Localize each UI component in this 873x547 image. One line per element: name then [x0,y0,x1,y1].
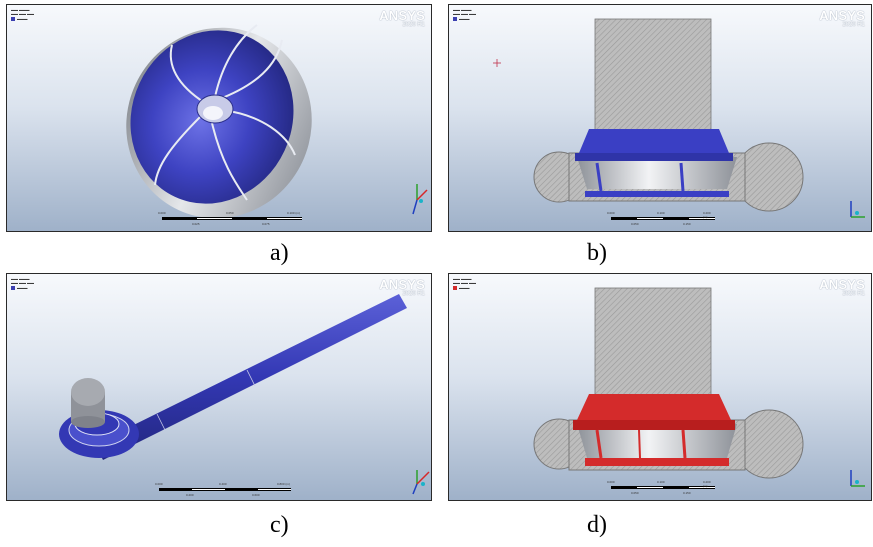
scale-label-right: 0.100 (m) [287,211,300,215]
scale-label-left: 0.000 [607,480,615,484]
scale-label-left: 0.000 [607,211,615,215]
axis-triad-icon [412,470,430,495]
brand-version: 2020 R1 [402,22,425,28]
scale-bar: 0.000 0.100 0.200 (m) 0.050 0.150 [607,480,715,495]
viewport-header-text: ▬▬ ▬▬▬▬▬ ▬▬ ▬▬ [453,277,476,285]
brand-name: ANSYS [819,8,865,23]
caption-d: d) [587,512,607,538]
legend: ▬▬▬ [11,286,28,290]
scale-label-q1: 0.025 [192,222,200,226]
caption-c: c) [270,512,289,538]
scale-label-right: 0.200 (m) [703,211,711,219]
viewport-panel-a[interactable]: ▬▬ ▬▬▬▬▬ ▬▬ ▬▬ ▬▬▬ ANSYS 2020 R1 [6,4,432,232]
scale-label-left: 0.000 [158,211,166,215]
scale-label-right: 0.800 (m) [277,482,290,486]
scale-label-q1: 0.200 [186,493,194,497]
legend: ▬▬▬ [453,17,470,21]
brand-version: 2020 R1 [402,291,425,297]
brand-name: ANSYS [379,277,425,292]
legend: ▬▬▬ [453,286,470,290]
scale-label-right: 0.200 (m) [703,480,711,488]
viewport-header-text: ▬▬ ▬▬▬▬▬ ▬▬ ▬▬ [453,8,476,16]
cursor-icon [493,59,501,67]
ansys-logo: ANSYS 2020 R1 [379,9,425,28]
caption-b: b) [587,240,607,266]
viewport-header-text: ▬▬ ▬▬▬▬▬ ▬▬ ▬▬ [11,8,34,16]
legend-swatch [11,286,15,290]
brand-version: 2020 R1 [842,22,865,28]
viewport-panel-c[interactable]: ▬▬ ▬▬▬▬▬ ▬▬ ▬▬ ▬▬▬ ANSYS 2020 R1 [6,273,432,501]
scale-label-q1: 0.050 [631,222,639,226]
legend-swatch [453,17,457,21]
legend-swatch [11,17,15,21]
scale-label-q1: 0.050 [631,491,639,495]
axis-triad-icon [850,470,865,487]
ansys-logo: ANSYS 2020 R1 [819,9,865,28]
scale-label-mid: 0.100 [657,211,665,215]
viewport-panel-b[interactable]: ▬▬ ▬▬▬▬▬ ▬▬ ▬▬ ▬▬▬ ANSYS 2020 R1 [448,4,872,232]
impeller-model [126,24,428,219]
scale-label-left: 0.000 [155,482,163,486]
axis-triad-icon [412,184,428,215]
brand-name: ANSYS [379,8,425,23]
brand-name: ANSYS [819,277,865,292]
scale-label-mid: 0.100 [657,480,665,484]
section-model-red [533,287,865,487]
axis-triad-icon [850,201,865,218]
viewport-header-text: ▬▬ ▬▬▬▬▬ ▬▬ ▬▬ [11,277,34,285]
legend-swatch [453,286,457,290]
scale-bar: 0.000 0.400 0.800 (m) 0.200 0.600 [155,482,291,497]
scale-bar: 0.000 0.050 0.100 (m) 0.025 0.075 [158,211,302,226]
scale-bar: 0.000 0.100 0.200 (m) 0.050 0.150 [607,211,715,226]
scale-label-q3: 0.075 [262,222,270,226]
ansys-logo: ANSYS 2020 R1 [379,278,425,297]
caption-a: a) [270,240,289,266]
ansys-logo: ANSYS 2020 R1 [819,278,865,297]
legend: ▬▬▬ [11,17,28,21]
scale-label-mid: 0.400 [219,482,227,486]
section-model-blue [493,18,865,218]
scale-label-q3: 0.150 [683,222,691,226]
scale-label-mid: 0.050 [226,211,234,215]
scale-label-q3: 0.150 [683,491,691,495]
scale-label-q3: 0.600 [252,493,260,497]
brand-version: 2020 R1 [842,291,865,297]
pump-pipe-model [59,294,430,495]
viewport-panel-d[interactable]: ▬▬ ▬▬▬▬▬ ▬▬ ▬▬ ▬▬▬ ANSYS 2020 R1 [448,273,872,501]
